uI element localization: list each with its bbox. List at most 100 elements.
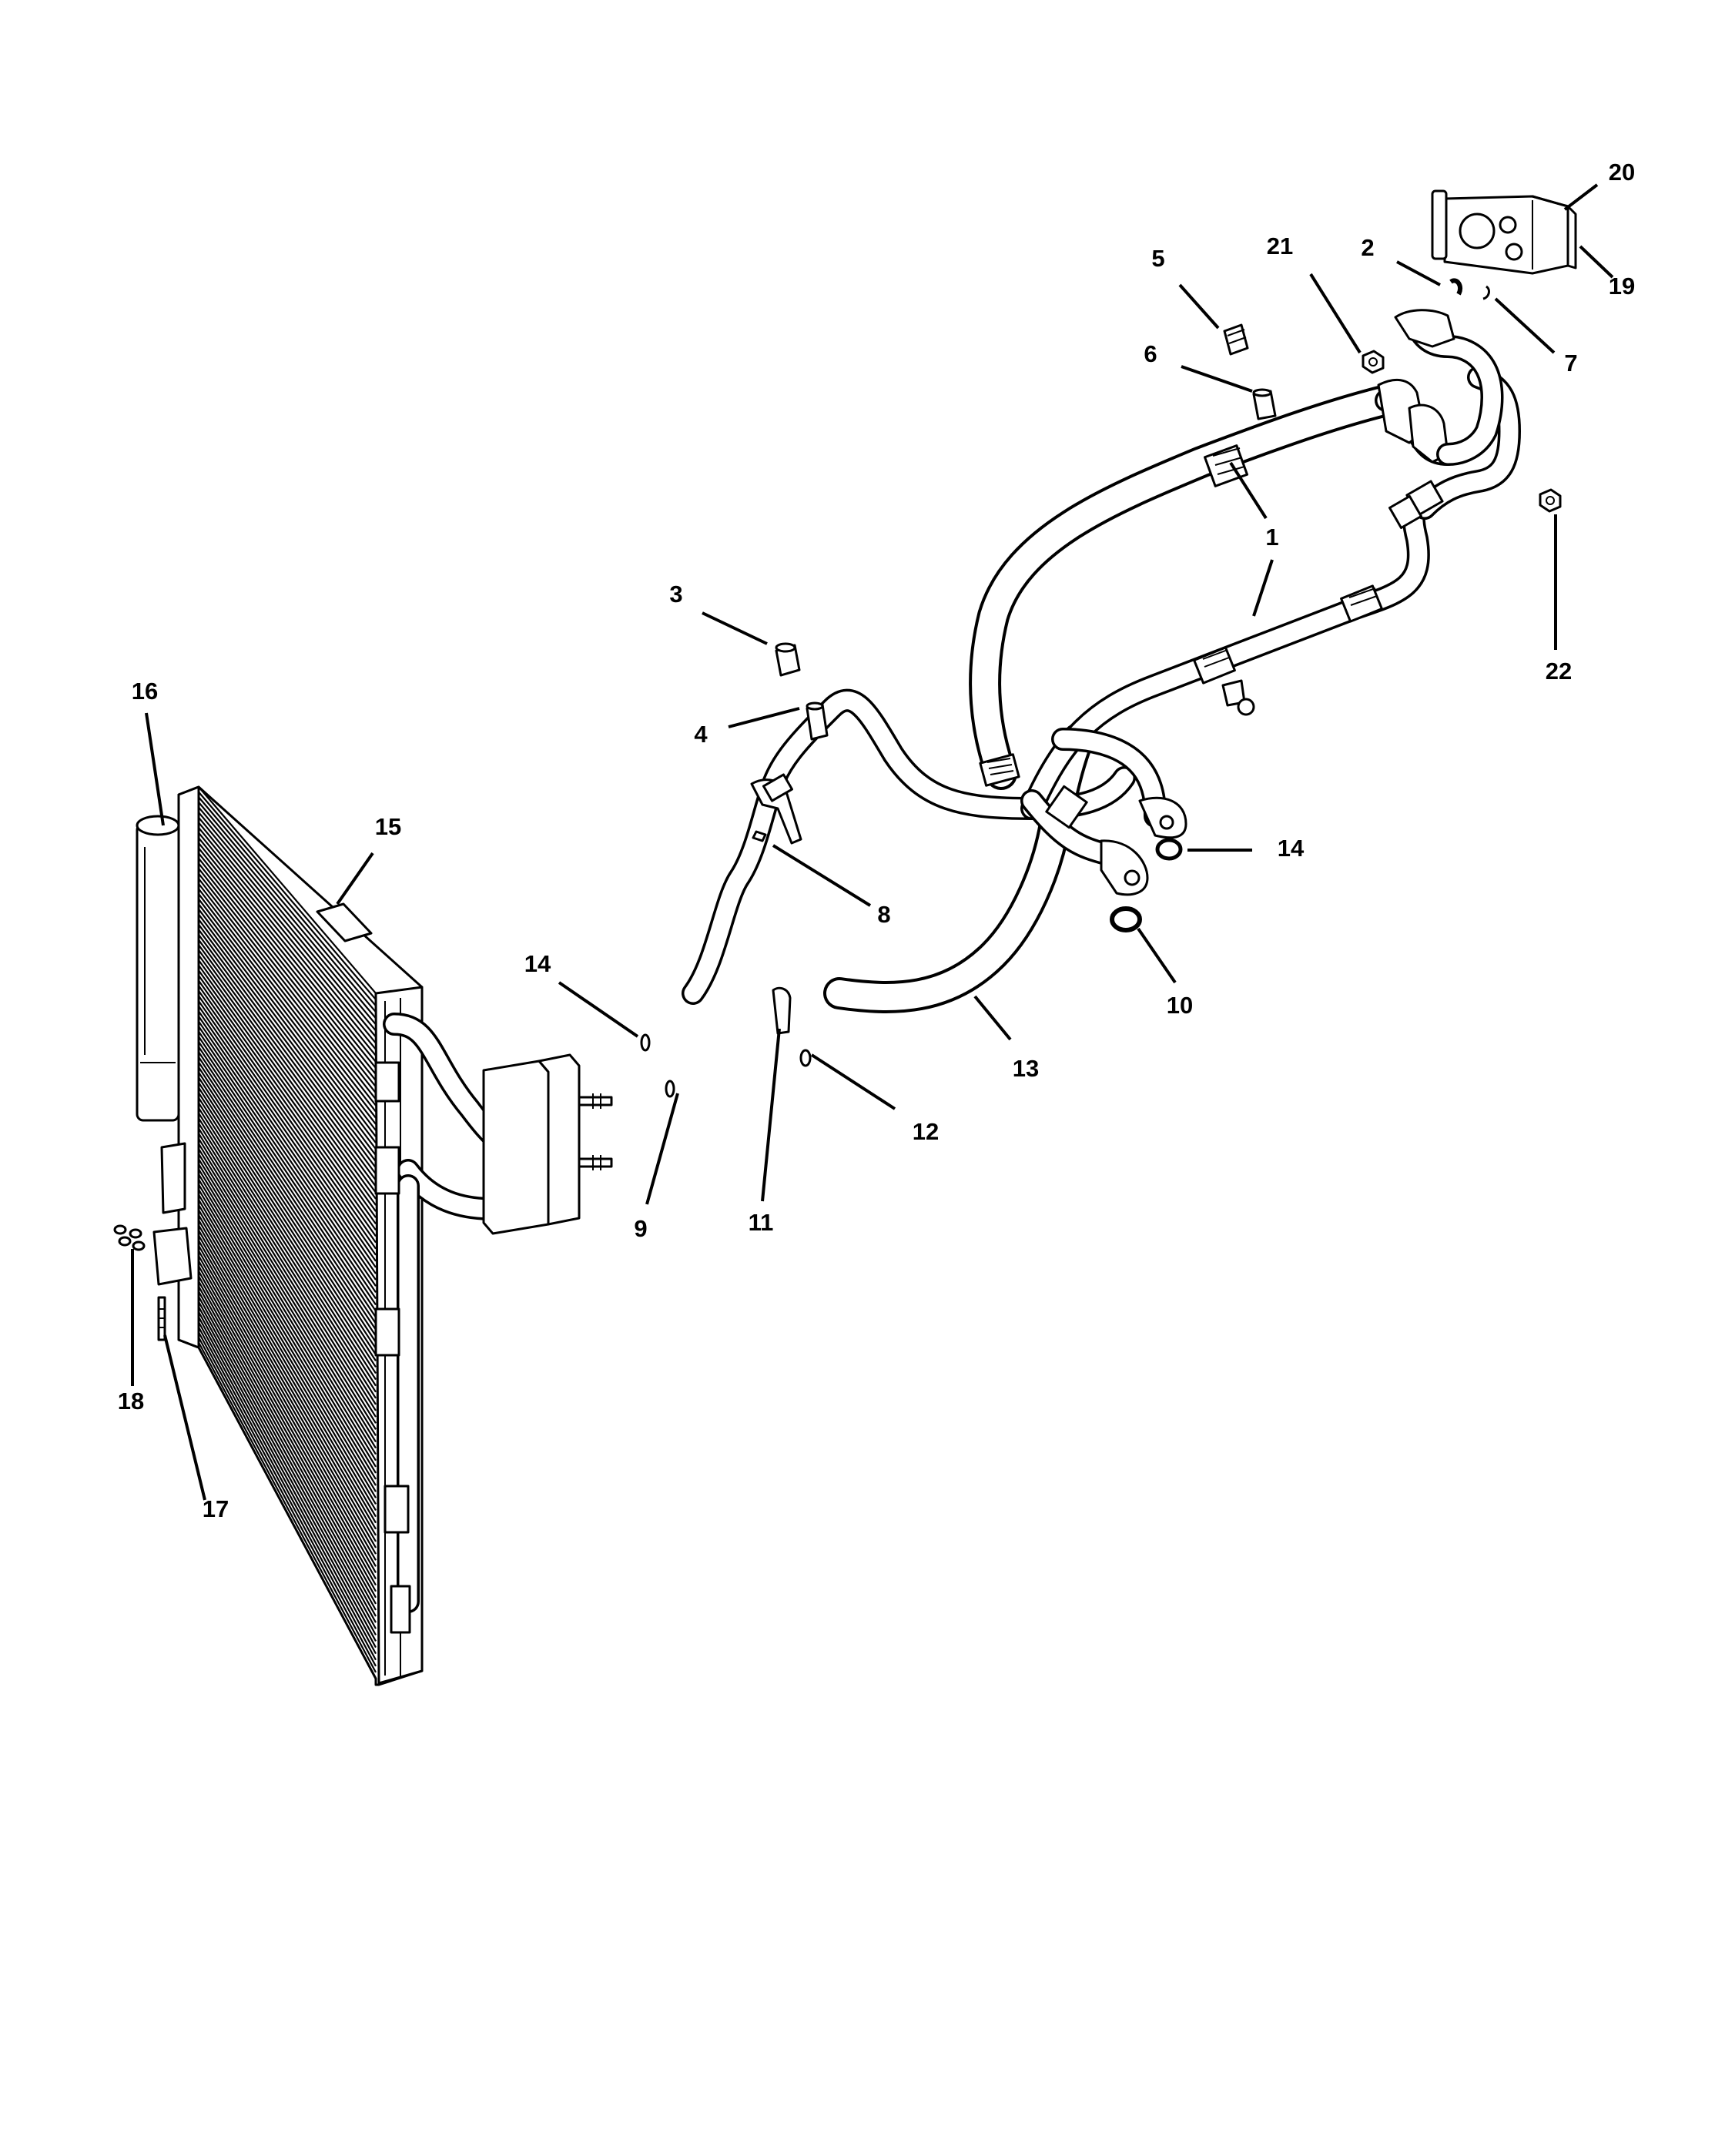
condenser-fin-line [198, 1036, 377, 1300]
callout-4: 4 [694, 721, 708, 748]
condenser-fin-line [198, 1260, 377, 1573]
condenser-fin-line [198, 847, 377, 1069]
condenser-fin-line [198, 1209, 377, 1512]
callout-20: 20 [1609, 159, 1635, 186]
condenser-fin-line [198, 837, 377, 1056]
condenser-fin-line [198, 939, 377, 1181]
condenser-fin-line [198, 1123, 377, 1405]
callout-labels: 1 2 3 4 5 6 7 8 9 10 11 12 13 14 14 15 1… [118, 159, 1635, 1522]
condenser-outlet-tubes [374, 1013, 613, 1634]
condenser-fin-line [198, 969, 377, 1218]
condenser-fin-line [198, 1041, 377, 1306]
condenser-fin-line [198, 1301, 377, 1623]
condenser-fin-line [198, 959, 377, 1206]
condenser-fin-line [198, 990, 377, 1244]
condenser-fin-line [198, 817, 377, 1032]
condenser-fin-line [198, 1102, 377, 1381]
condenser-fin-line [198, 1056, 377, 1324]
condenser-fin-line [198, 1255, 377, 1567]
condenser-fin-line [198, 1230, 377, 1536]
condenser-fin-line [198, 1250, 377, 1561]
condenser-fin-line [198, 1026, 377, 1287]
callout-3: 3 [669, 581, 682, 608]
condenser-fin-line [198, 1194, 377, 1492]
liquid-line-assembly [682, 309, 1521, 1013]
condenser-fin-line [198, 1020, 377, 1281]
callout-16: 16 [132, 678, 158, 705]
receiver-drier [136, 815, 193, 1286]
callout-14-left: 14 [524, 950, 551, 977]
condenser-fin-line [198, 979, 377, 1231]
condenser-fin-line [198, 1082, 377, 1355]
condenser-fin-line [198, 1133, 377, 1418]
service-caps [640, 278, 1562, 1098]
condenser-fin-line [198, 1224, 377, 1530]
condenser-fin-line [198, 1321, 377, 1649]
condenser-fin-line [198, 878, 377, 1106]
condenser-fin-line [198, 1296, 377, 1617]
condenser-fin-line [198, 1143, 377, 1430]
condenser [177, 785, 424, 1686]
condenser-fin-line [198, 995, 377, 1250]
callout-18: 18 [118, 1388, 144, 1414]
condenser-fin-line [198, 909, 377, 1143]
condenser-fin-line [198, 1173, 377, 1468]
callout-21: 21 [1267, 233, 1293, 259]
callout-7: 7 [1564, 350, 1577, 377]
condenser-fin-line [198, 1331, 377, 1661]
condenser-fin-line [198, 832, 377, 1050]
condenser-fin-line [198, 802, 377, 1013]
condenser-fin-line [198, 1183, 377, 1480]
callout-15: 15 [375, 813, 401, 840]
callout-9: 9 [634, 1215, 647, 1242]
condenser-fin-line [198, 1031, 377, 1293]
condenser-fin-line [198, 1010, 377, 1268]
condenser-fin-line [198, 1234, 377, 1542]
condenser-fin-line [198, 1275, 377, 1592]
condenser-fin-line [198, 985, 377, 1237]
condenser-fin-line [198, 1189, 377, 1486]
callout-5: 5 [1151, 245, 1164, 272]
condenser-fin-line [198, 1107, 377, 1387]
condenser-fin-line [198, 1072, 377, 1343]
condenser-fin-line [198, 872, 377, 1100]
condenser-fin-line [198, 1046, 377, 1312]
condenser-fin-line [198, 1158, 377, 1449]
condenser-fin-line [198, 975, 377, 1225]
condenser-fin-line [198, 898, 377, 1131]
condenser-fin-line [198, 1291, 377, 1611]
callout-11: 11 [749, 1209, 774, 1236]
condenser-fin-line [198, 857, 377, 1081]
condenser-fins [198, 786, 377, 1679]
condenser-fin-line [198, 827, 377, 1044]
callout-8: 8 [877, 901, 890, 928]
condenser-fin-line [198, 1127, 377, 1411]
callout-13: 13 [1013, 1055, 1039, 1082]
condenser-fin-line [198, 964, 377, 1212]
condenser-fin-line [198, 883, 377, 1113]
callout-6: 6 [1144, 340, 1157, 367]
condenser-fin-line [198, 1000, 377, 1256]
callout-2: 2 [1361, 234, 1374, 261]
leader-lines [131, 183, 1614, 1501]
condenser-fin-line [198, 1341, 377, 1673]
condenser-fin-line [198, 1327, 377, 1655]
callout-1-upper: 1 [1265, 524, 1278, 551]
condenser-fin-line [198, 1286, 377, 1605]
condenser-fin-line [198, 1306, 377, 1629]
condenser-fin-line [198, 929, 377, 1169]
condenser-fin-line [198, 1179, 377, 1474]
condenser-fin-line [198, 1337, 377, 1667]
condenser-fin-line [198, 1204, 377, 1505]
condenser-fin-line [198, 1138, 377, 1424]
condenser-fin-line [198, 852, 377, 1075]
condenser-fin-line [198, 1086, 377, 1361]
condenser-fin-line [198, 919, 377, 1157]
condenser-fin-line [198, 1061, 377, 1331]
condenser-fin-line [198, 791, 377, 1000]
callout-10: 10 [1167, 992, 1193, 1019]
condenser-fin-line [198, 822, 377, 1038]
condenser-fin-line [198, 862, 377, 1088]
callout-22: 22 [1546, 658, 1572, 685]
